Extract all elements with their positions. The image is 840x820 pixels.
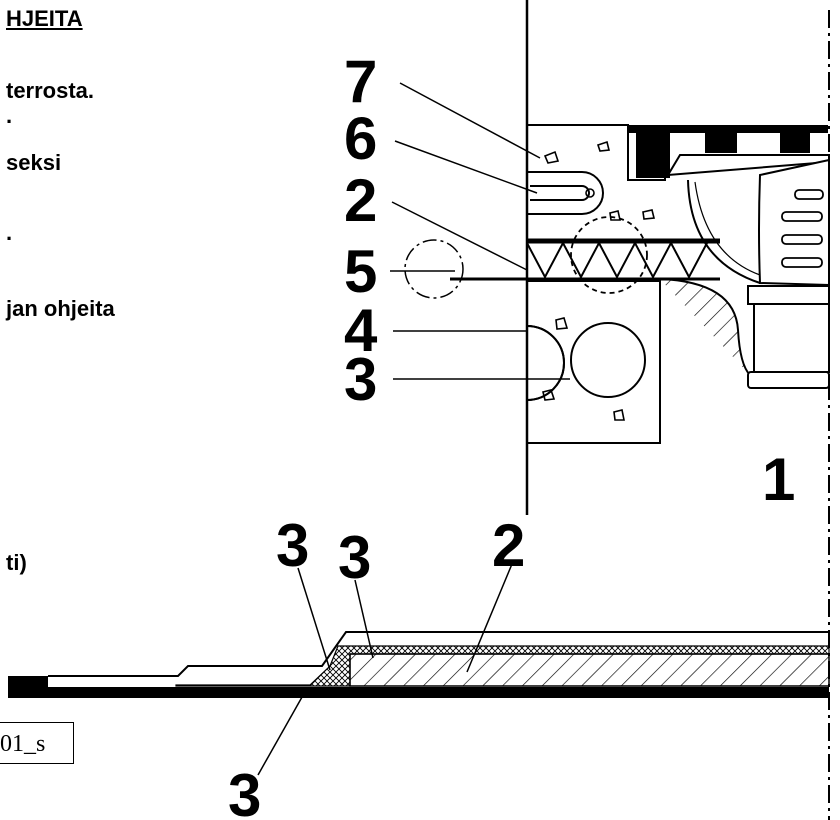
- callout-lower-3a: 3: [338, 524, 371, 591]
- tile-block-2: [705, 133, 737, 153]
- detail-circle: [570, 216, 648, 294]
- drain-seal: [659, 278, 751, 376]
- text-line-3: seksi: [6, 150, 62, 175]
- callout-lower-2: 2: [492, 512, 525, 579]
- drain-body-curve: [687, 179, 829, 284]
- section-heading: HJEITA: [6, 6, 83, 31]
- document-code: 01_s: [0, 731, 46, 757]
- outlet-ring: [747, 371, 830, 389]
- pipe-half-arc: [526, 325, 565, 401]
- anchor-slot: [530, 185, 590, 201]
- tile-block-1: [636, 133, 670, 178]
- drain-grate: [758, 158, 830, 287]
- grate-slots: [781, 189, 824, 268]
- floor-surface-line: [48, 631, 829, 677]
- text-line-5: jan ohjeita: [6, 296, 115, 321]
- reference-circle: [404, 239, 464, 299]
- callout-5: 5: [344, 238, 377, 305]
- callout-6: 6: [344, 105, 377, 172]
- outlet-pipe: [753, 303, 830, 373]
- insulation-zigzag: [526, 240, 708, 280]
- callout-lower-3c: 3: [228, 762, 261, 820]
- anchor-hole: [585, 188, 595, 198]
- floor-base-slab: [8, 687, 829, 698]
- callout-3: 3: [344, 346, 377, 413]
- screed-layer: [349, 653, 830, 687]
- tile-block-3: [780, 133, 810, 153]
- drain-body-inner: [694, 181, 761, 276]
- leader-lines-upper: [390, 82, 570, 380]
- floor-top-strip: [628, 125, 828, 133]
- anchor-bracket: [527, 171, 604, 215]
- lower-concrete-block: [527, 280, 661, 444]
- callout-lower-3b: 3: [276, 512, 309, 579]
- leader-lines-lower: [257, 563, 513, 776]
- text-line-1: terrosta.: [6, 78, 95, 103]
- text-line-6: ti): [6, 550, 27, 575]
- pipe-half-circle: [526, 325, 565, 401]
- waterproofing-layer: [175, 645, 830, 687]
- callout-7: 7: [344, 48, 377, 115]
- outlet-collar: [747, 285, 830, 305]
- text-line-2: .: [6, 103, 13, 128]
- document-code-box: 01_s: [0, 722, 74, 764]
- callout-1: 1: [762, 446, 795, 513]
- text-line-4: .: [6, 220, 13, 245]
- pipe-circle: [570, 322, 646, 398]
- callout-4: 4: [344, 297, 378, 364]
- callout-2: 2: [344, 167, 377, 234]
- concrete-aggregate: [542, 140, 656, 421]
